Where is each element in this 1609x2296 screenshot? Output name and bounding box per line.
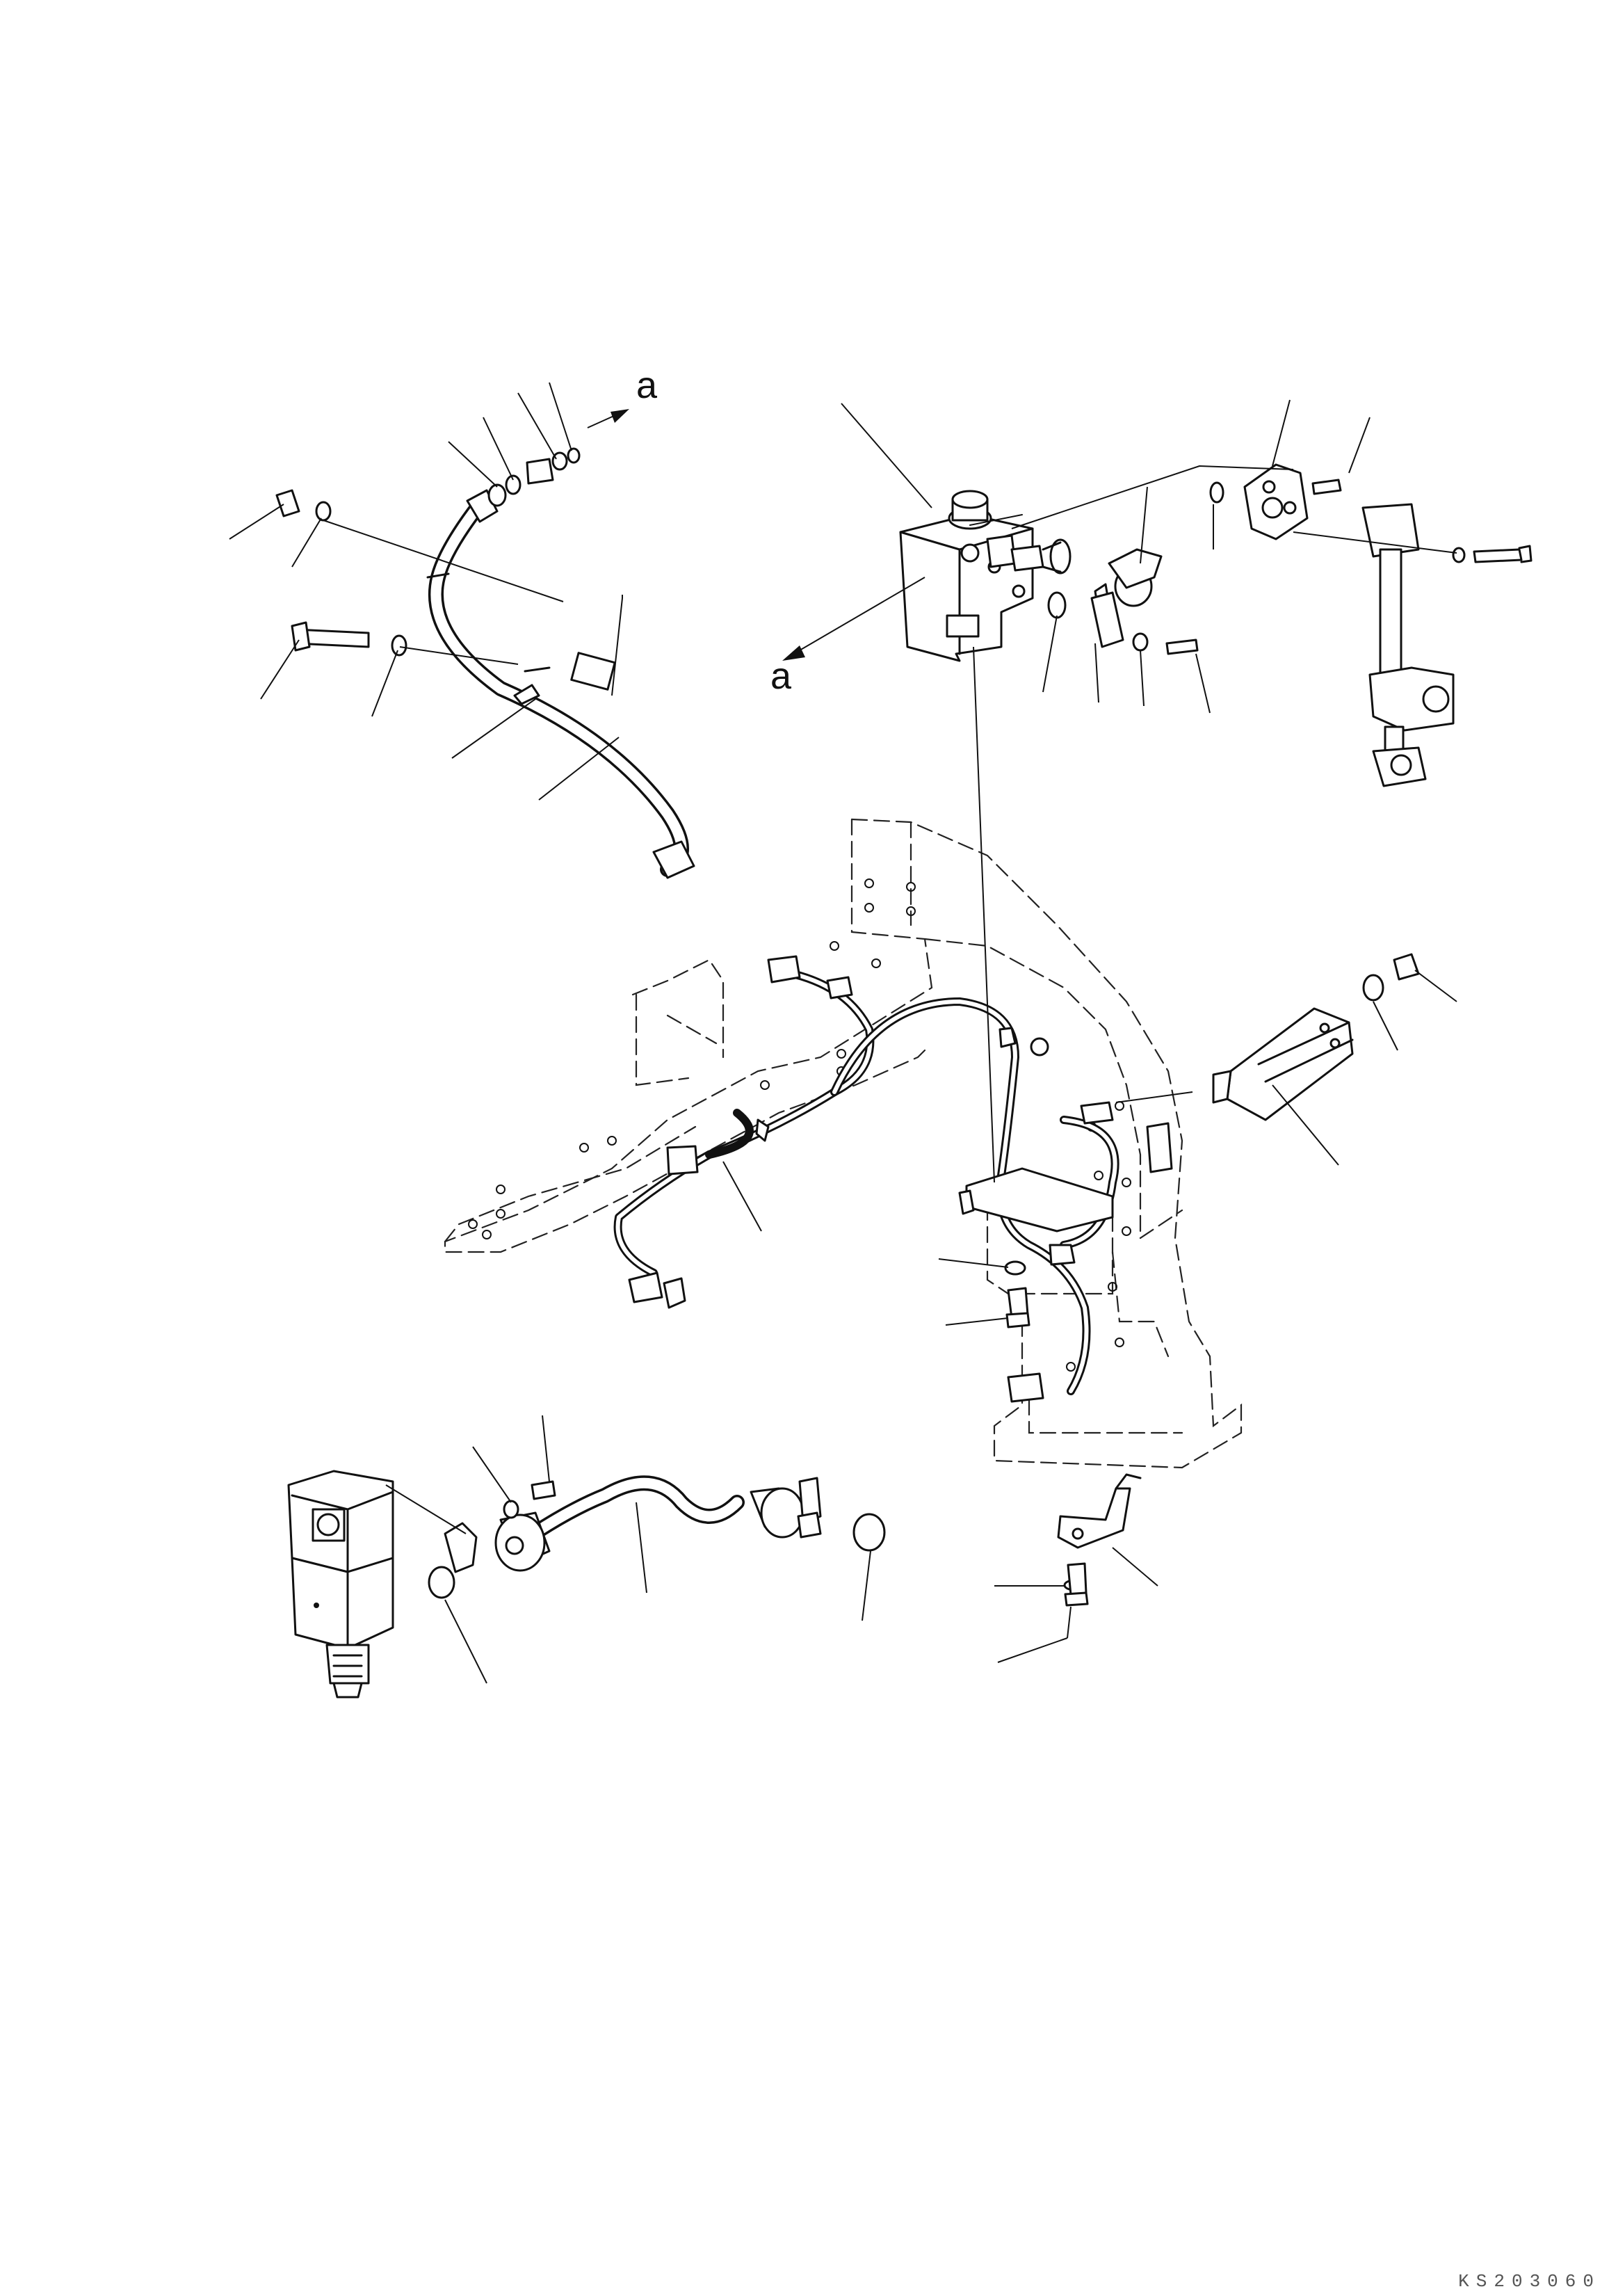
bracket xyxy=(1058,1475,1140,1605)
pump-unit xyxy=(289,1471,393,1697)
frame-phantom xyxy=(445,819,1241,1468)
valve-to-harness-leader xyxy=(973,647,994,1182)
split-flange-halves xyxy=(1092,549,1197,654)
mounting-bolts-center xyxy=(1005,1262,1029,1327)
wiring-harness xyxy=(618,956,1115,1402)
reference-letter-a-top: a xyxy=(636,364,658,406)
hydraulic-hose-upper xyxy=(277,449,694,878)
hydraulic-hose-lower xyxy=(429,1478,884,1598)
callout-leader-lines xyxy=(229,383,1457,1683)
figure-code: KS203060 xyxy=(1458,2271,1601,2292)
arrowheads xyxy=(611,409,805,661)
flange-and-pipe-assembly xyxy=(1245,465,1531,786)
control-valve-block xyxy=(900,491,1070,661)
reference-letter-a-middle: a xyxy=(770,655,792,697)
sensor-unit xyxy=(1147,954,1418,1172)
